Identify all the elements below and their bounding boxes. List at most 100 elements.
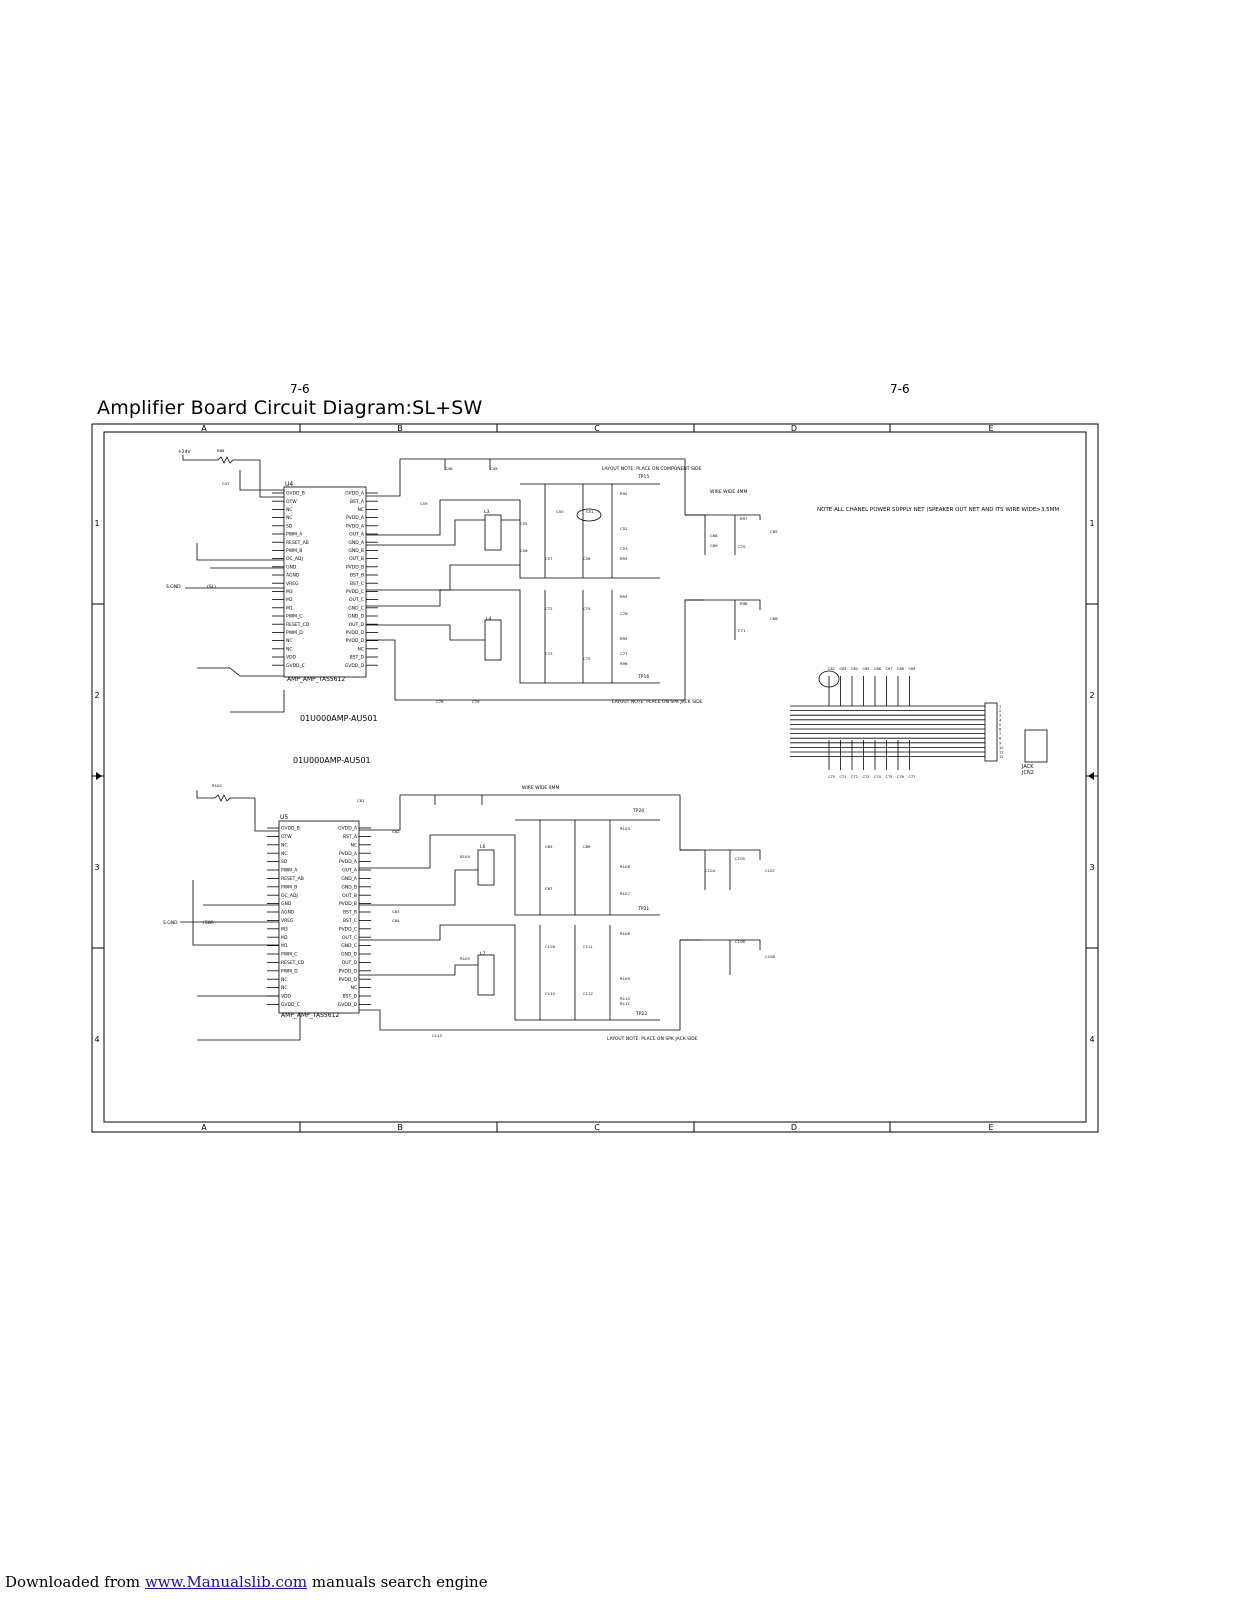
- top-component-ref: C59: [420, 501, 428, 506]
- tp16-label: TP16: [637, 674, 649, 680]
- connector-pin-number: 9: [999, 741, 1001, 745]
- inductor-l7-label: L7: [480, 951, 486, 957]
- bottom-left-pin-label: GND: [281, 901, 292, 907]
- top-right-pin-label: PVDD_D: [346, 638, 365, 644]
- bottom-left-pin-label: M1: [281, 943, 288, 949]
- top-component-ref: R88: [217, 448, 225, 453]
- connector-cap-bottom-label: C75: [886, 775, 893, 779]
- outer-frame: [91, 423, 1099, 1133]
- inductor-l6-label: L6: [480, 844, 486, 850]
- top-right-pin-label: GVDD_D: [345, 663, 365, 669]
- jack-body: [984, 702, 998, 762]
- bottom-component-ref: C108: [765, 954, 775, 959]
- top-component-ref: C52: [620, 526, 628, 531]
- top-component-ref: C79: [472, 699, 480, 704]
- bottom-right-pin-label: BST_A: [343, 834, 358, 840]
- top-left-pin-label: AGND: [286, 573, 300, 579]
- net-sgnd-bottom: S.GND: [163, 920, 178, 926]
- top-right-pin-label: PVDD_C: [346, 589, 364, 595]
- top-component-ref: C72: [545, 606, 553, 611]
- top-left-pin-label: NC: [286, 507, 293, 513]
- top-component-ref: R95: [620, 636, 628, 641]
- connector-cap-top-label: C67: [886, 667, 893, 671]
- top-right-pin-label: OUT_B: [349, 556, 364, 562]
- highlight-c50: [576, 508, 602, 522]
- tp15-label: TP15: [637, 474, 649, 480]
- bottom-component-ref: C86: [583, 844, 591, 849]
- bottom-component-ref: R104: [460, 854, 470, 859]
- top-component-ref: C47: [222, 481, 230, 486]
- bottom-amplifier-block: [180, 790, 761, 1041]
- bottom-right-pin-label: GVDD_A: [338, 826, 358, 832]
- top-left-pin-label: GVDD_C: [286, 663, 305, 669]
- connector-cap-bottom-label: C70: [828, 775, 835, 779]
- bottom-component-ref: R105: [460, 956, 470, 961]
- bottom-right-pin-label: PVDD_D: [339, 977, 358, 983]
- tp22-label: TP22: [635, 1011, 647, 1017]
- top-component-ref: C49: [490, 466, 498, 471]
- connector-pin-number: 1: [999, 705, 1001, 709]
- connector-cap-top-label: C62: [828, 667, 835, 671]
- top-component-ref: R96: [620, 661, 628, 666]
- bottom-component-ref: C81: [357, 798, 365, 803]
- bottom-component-ref: R110: [620, 996, 630, 1001]
- footer: Downloaded from www.Manualslib.com manua…: [5, 1573, 488, 1591]
- net-sw-bottom: (SW): [203, 920, 214, 926]
- center-arrow-left: [96, 772, 102, 780]
- col-label-top-c: C: [594, 424, 600, 433]
- connector-cap-top-label: C66: [874, 667, 881, 671]
- bottom-component-ref: C109: [545, 944, 555, 949]
- top-right-pin-label: GND_A: [348, 540, 365, 546]
- top-right-pin-label: PVDD_B: [346, 564, 364, 570]
- bottom-component-ref: C106: [735, 939, 745, 944]
- top-component-ref: R94: [620, 594, 628, 599]
- row-label-right-3: 3: [1089, 863, 1094, 872]
- top-component-ref: C55: [520, 521, 528, 526]
- top-ic-body: [283, 486, 367, 678]
- center-arrow-right: [1088, 772, 1094, 780]
- jack-body-2: [1024, 729, 1048, 763]
- net-sgnd-top: S.GND: [166, 584, 181, 590]
- top-right-pin-label: BST_C: [350, 581, 364, 587]
- bottom-left-pin-label: GVDD_B: [281, 826, 300, 832]
- bottom-right-pin-label: PVDD_A: [339, 851, 358, 857]
- net-24v-top: +24V: [178, 449, 191, 455]
- bottom-right-pin-label: OUT_B: [342, 893, 357, 899]
- bottom-left-pin-label: AGND: [281, 910, 295, 916]
- col-label-top-e: E: [988, 424, 993, 433]
- top-component-ref: R98: [740, 601, 748, 606]
- inner-frame: [103, 431, 1087, 1123]
- bottom-left-pin-label: RESET_CD: [281, 960, 305, 966]
- bottom-component-ref: R103: [620, 826, 630, 831]
- row-label-left-3: 3: [94, 863, 99, 872]
- highlight-c62: [818, 670, 840, 688]
- page-number-right: 7-6: [890, 382, 910, 396]
- bottom-right-pin-label: PVDD_D: [339, 968, 358, 974]
- connector-pin-number: 10: [999, 746, 1003, 750]
- bottom-component-ref: C113: [432, 1033, 442, 1038]
- tp21-label: TP21: [637, 906, 649, 912]
- bottom-component-ref: C83: [392, 909, 400, 914]
- bottom-component-ref: R109: [620, 976, 630, 981]
- connector-pin-number: 4: [999, 718, 1002, 722]
- bottom-component-ref: C107: [765, 868, 775, 873]
- row-label-right-1: 1: [1089, 519, 1094, 528]
- top-right-pin-label: GVDD_A: [345, 491, 365, 497]
- bottom-left-pin-label: PWM_B: [281, 884, 297, 890]
- col-label-bottom-e: E: [988, 1123, 993, 1132]
- manualslib-link[interactable]: www.Manualslib.com: [144, 1573, 308, 1591]
- bottom-left-pin-label: SD: [281, 859, 288, 865]
- footer-prefix: Downloaded from: [5, 1573, 141, 1591]
- page-number-left: 7-6: [290, 382, 310, 396]
- bottom-left-pin-label: PWM_A: [281, 868, 298, 874]
- row-label-right-2: 2: [1089, 691, 1094, 700]
- bottom-component-ref: C110: [545, 991, 555, 996]
- top-right-pin-label: BST_D: [350, 655, 365, 661]
- col-label-bottom-a: A: [201, 1123, 207, 1132]
- inductor-l4-label: L4: [486, 616, 492, 622]
- top-left-pin-label: NC: [286, 515, 293, 521]
- top-left-pin-label: SD: [286, 523, 293, 529]
- top-left-pin-label: VREG: [286, 581, 299, 587]
- connector-cap-top-label: C64: [851, 667, 859, 671]
- connector-cap-bottom-label: C73: [863, 775, 870, 779]
